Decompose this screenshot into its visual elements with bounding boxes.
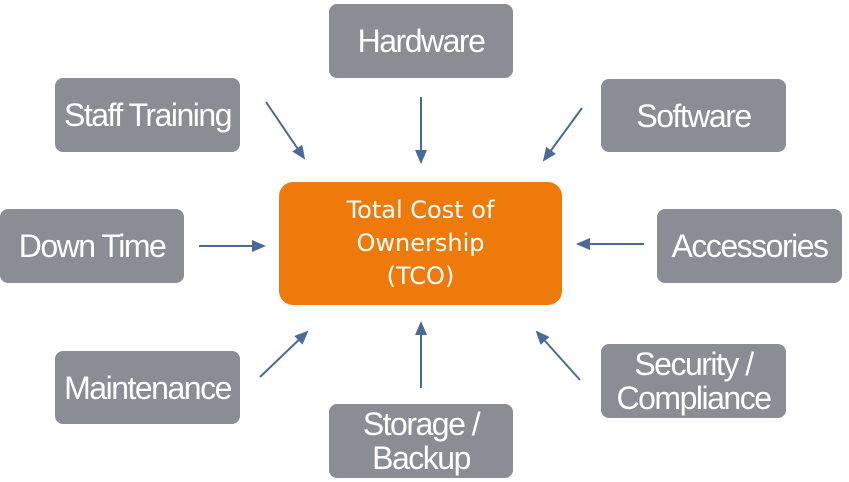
factor-hardware: Hardware xyxy=(329,4,513,78)
tco-center-box: Total Cost of Ownership (TCO) xyxy=(279,182,562,305)
factor-maintenance: Maintenance xyxy=(55,351,240,424)
factor-accessories: Accessories xyxy=(657,209,842,283)
arrow-software xyxy=(542,107,583,162)
factor-storage-backup: Storage / Backup xyxy=(329,404,513,478)
factor-security-compliance: Security / Compliance xyxy=(601,344,786,418)
arrow-security-compliance xyxy=(535,330,581,381)
factor-staff-training: Staff Training xyxy=(55,78,240,152)
factor-software: Software xyxy=(601,79,786,152)
arrow-maintenance xyxy=(259,330,309,378)
arrow-staff-training xyxy=(265,101,306,160)
factor-down-time: Down Time xyxy=(0,209,184,283)
